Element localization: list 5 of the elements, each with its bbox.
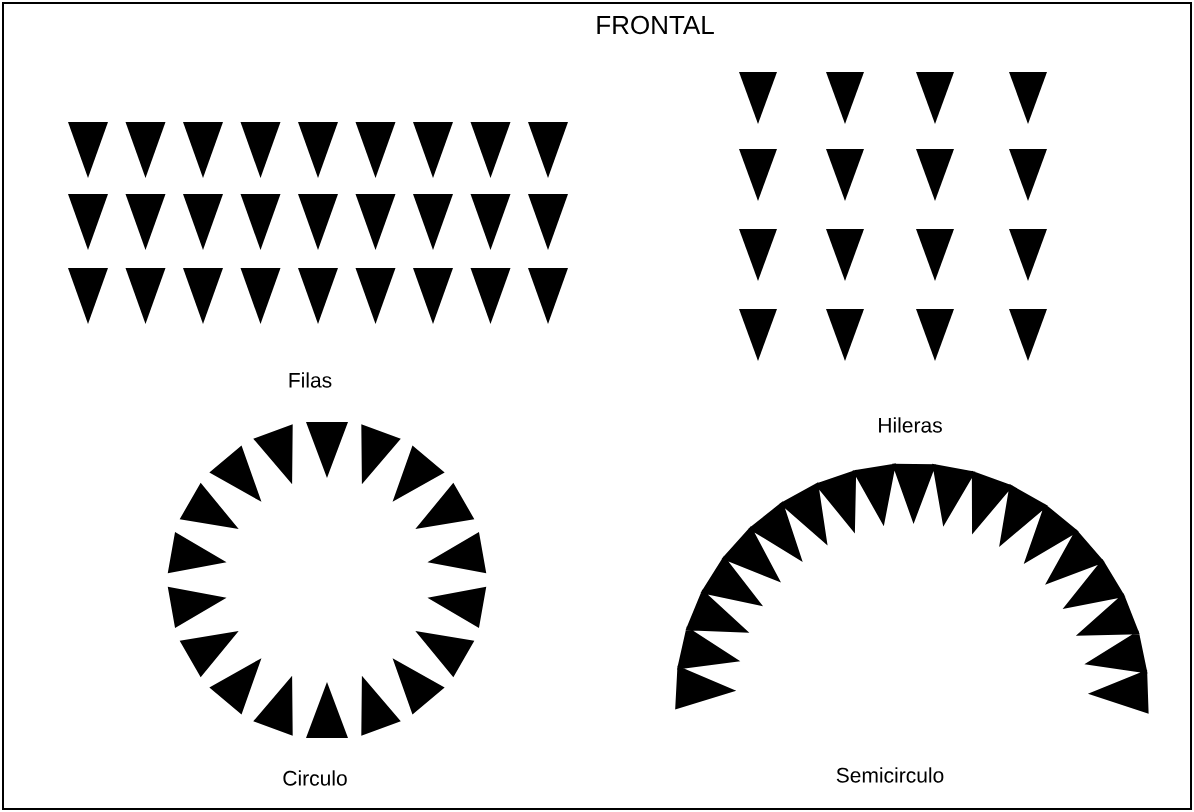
formation-label: Hileras: [879, 417, 942, 433]
title: FRONTAL: [597, 15, 714, 35]
formation-label: Filas: [289, 372, 332, 388]
formation-label: Circulo: [283, 770, 347, 786]
formation-label: Semicirculo: [836, 767, 944, 783]
